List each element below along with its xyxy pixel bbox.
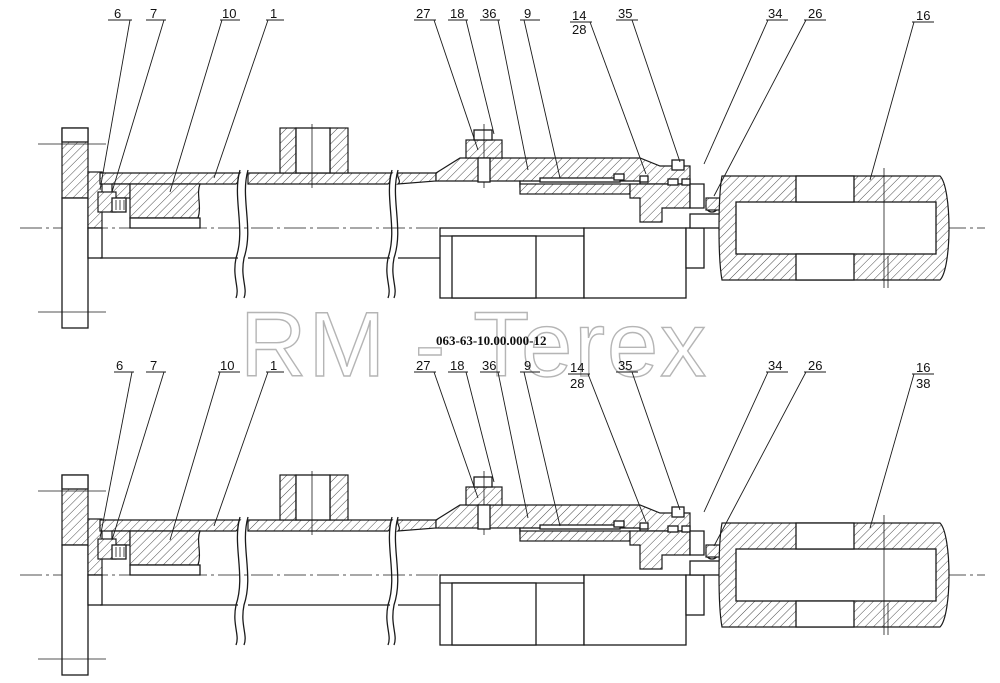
callout-9: 9 — [524, 358, 531, 373]
callout-34: 34 — [768, 6, 782, 21]
callout-16: 16 — [916, 8, 930, 23]
callout-28: 28 — [570, 376, 584, 391]
callout-34: 34 — [768, 358, 782, 373]
lower-callouts: 6 7 10 1 27 18 36 9 14 28 35 34 — [99, 358, 934, 547]
callout-7: 7 — [150, 358, 157, 373]
callout-27: 27 — [416, 6, 430, 21]
callout-36: 36 — [482, 6, 496, 21]
callout-9: 9 — [524, 6, 531, 21]
callout-7: 7 — [150, 6, 157, 21]
callout-16: 16 — [916, 360, 930, 375]
callout-35: 35 — [618, 6, 632, 21]
callout-35: 35 — [618, 358, 632, 373]
callout-28: 28 — [572, 22, 586, 37]
callout-38: 38 — [916, 376, 930, 391]
drawing-code: 063-63-10.00.000-12 — [436, 333, 547, 348]
callout-18: 18 — [450, 358, 464, 373]
callout-36: 36 — [482, 358, 496, 373]
callout-6: 6 — [114, 6, 121, 21]
callout-1: 1 — [270, 358, 277, 373]
callout-10: 10 — [220, 358, 234, 373]
callout-26: 26 — [808, 6, 822, 21]
callout-1: 1 — [270, 6, 277, 21]
callout-18: 18 — [450, 6, 464, 21]
callout-27: 27 — [416, 358, 430, 373]
callout-10: 10 — [222, 6, 236, 21]
callout-14: 14 — [570, 360, 584, 375]
watermark-text: RM - Terex — [240, 294, 708, 396]
lower-section-view — [19, 470, 986, 676]
upper-callouts: 6 7 10 1 27 18 36 9 14 28 35 34 — [99, 6, 934, 197]
callout-6: 6 — [116, 358, 123, 373]
callout-14: 14 — [572, 8, 586, 23]
callout-26: 26 — [808, 358, 822, 373]
